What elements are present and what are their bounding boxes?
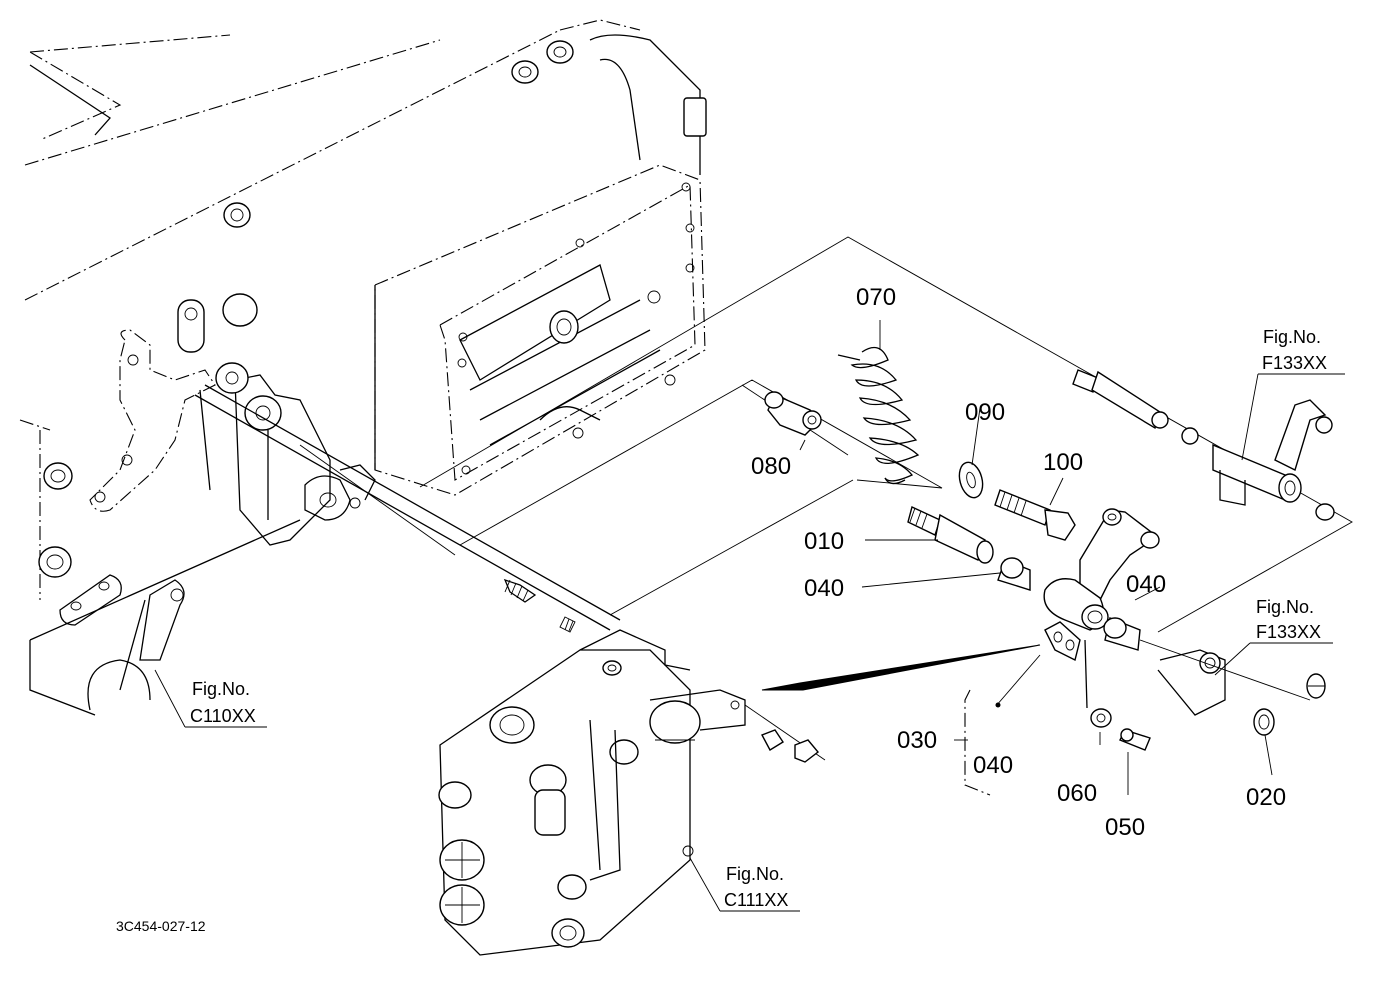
callout-040: 040: [1126, 571, 1166, 598]
callout-100: 100: [1043, 449, 1083, 476]
figref-code: F133XX: [1256, 622, 1321, 642]
part-060-washer: [1090, 708, 1112, 728]
figref-code: C110XX: [190, 706, 256, 726]
callout-040: 040: [804, 575, 844, 602]
figref-c111: Fig.No. C111XX: [689, 857, 800, 912]
part-010-pin: [907, 506, 994, 564]
callout-020: 020: [1246, 784, 1286, 811]
callout-060: 060: [1057, 780, 1097, 807]
figref-f133-mid: Fig.No. F133XX: [1214, 597, 1333, 676]
callout-040: 040: [973, 752, 1013, 779]
figref-label: Fig.No.: [1256, 597, 1314, 617]
figref-label: Fig.No.: [192, 679, 250, 699]
figref-code: F133XX: [1262, 353, 1327, 373]
upper-right-shaft-assembly: [1072, 369, 1335, 521]
housing-cover-plate: [374, 164, 706, 496]
part-100-bolt: [994, 489, 1076, 541]
part-callouts: 070 090 100 080 010 040 040 030 040 060 …: [751, 284, 1286, 841]
part-070-spring: [837, 346, 920, 485]
callout-050: 050: [1105, 814, 1145, 841]
part-020-snap-ring: [1253, 673, 1326, 736]
linkage-bracket: [89, 329, 376, 546]
figref-code: C111XX: [724, 890, 788, 910]
callout-070: 070: [856, 284, 896, 311]
callout-090: 090: [965, 399, 1005, 426]
drawing-number: 3C454-027-12: [116, 918, 206, 934]
leader-lines: [761, 320, 1273, 796]
part-090-washer: [958, 461, 984, 499]
transmission-housing: [19, 19, 707, 716]
callout-010: 010: [804, 528, 844, 555]
part-040-bushing-right: [1103, 617, 1141, 651]
control-valve-body: [438, 629, 826, 956]
callout-030: 030: [897, 727, 937, 754]
part-050-pin: [1119, 728, 1151, 751]
right-bracket-f133: [1139, 639, 1311, 716]
part-030-lever-assembly: [1043, 508, 1160, 709]
figref-c110: Fig.No. C110XX: [154, 669, 267, 728]
part-080-collar: [764, 391, 822, 436]
part-040-bushing-left: [997, 557, 1031, 591]
figref-label: Fig.No.: [1263, 327, 1321, 347]
figref-label: Fig.No.: [726, 864, 784, 884]
figref-f133-top: Fig.No. F133XX: [1241, 327, 1345, 461]
callout-080: 080: [751, 453, 791, 480]
control-rods: [194, 384, 621, 633]
